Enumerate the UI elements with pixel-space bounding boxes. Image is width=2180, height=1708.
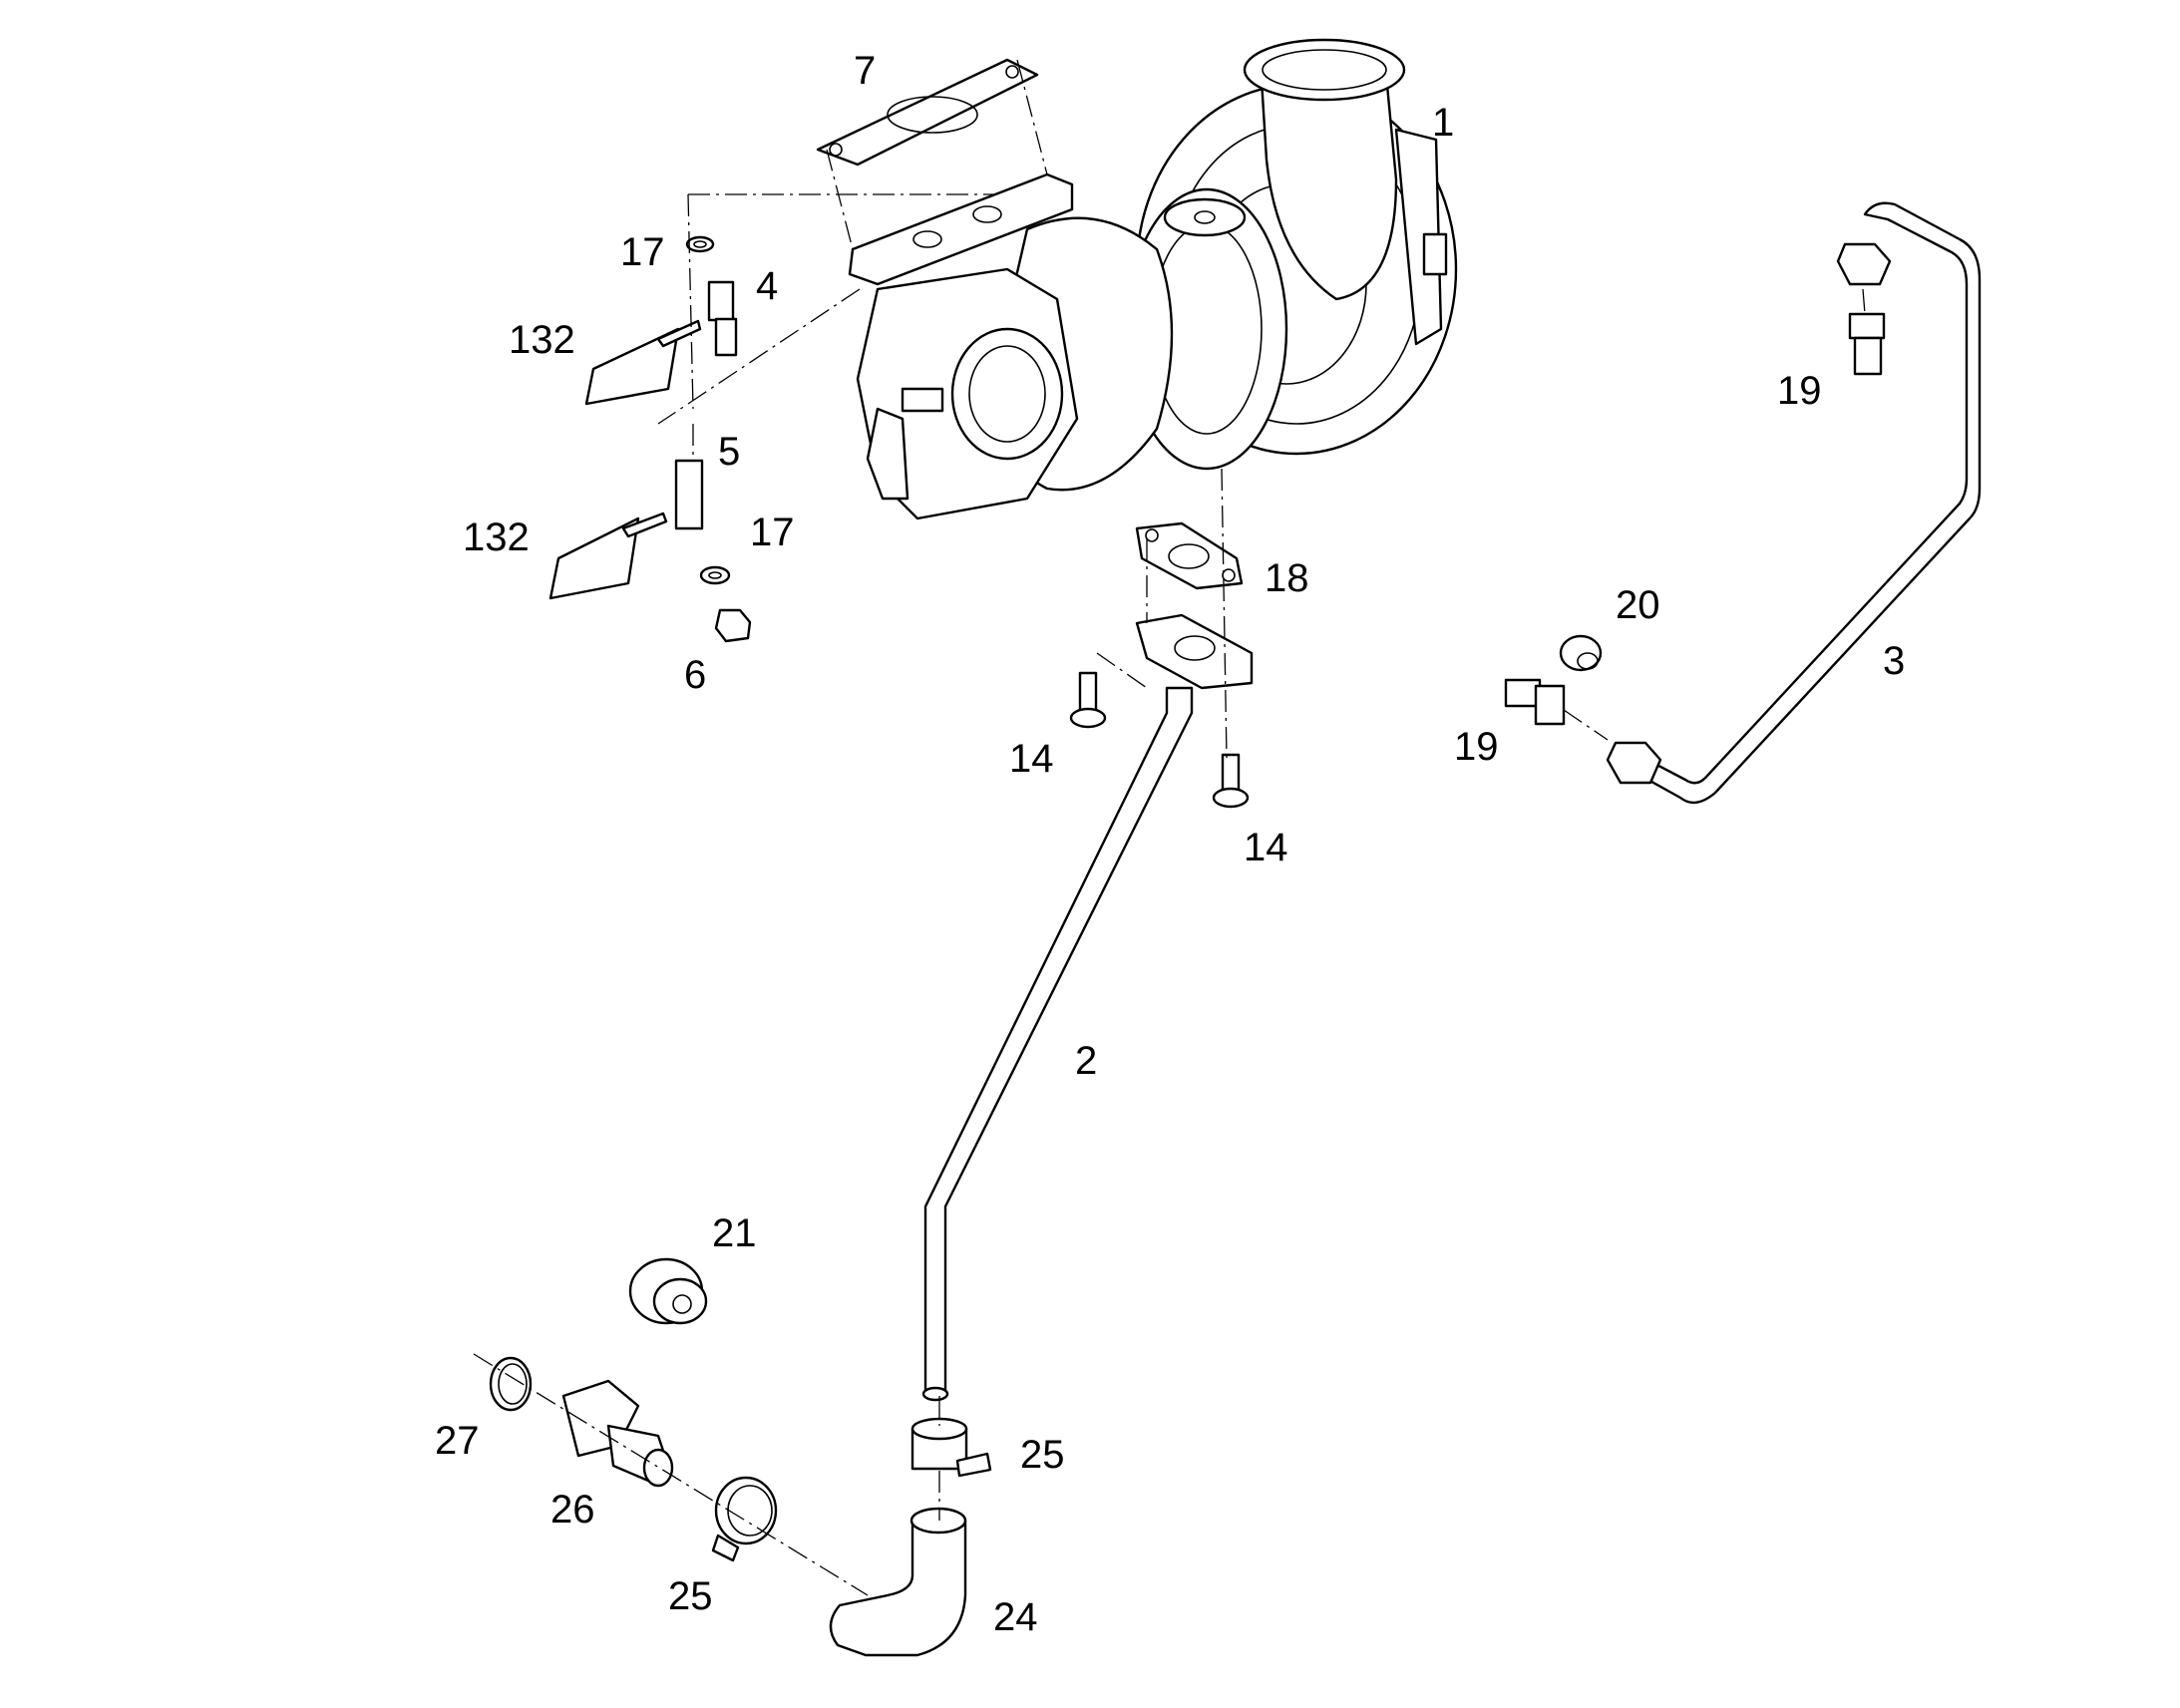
nut-part-6 <box>714 608 752 643</box>
callout-24: 24 <box>993 1595 1038 1639</box>
callout-18: 18 <box>1265 556 1309 600</box>
callout-labels: 1 7 17 4 132 5 132 17 6 18 14 14 2 19 20… <box>435 49 1905 1639</box>
callout-6: 6 <box>684 653 706 697</box>
callout-7: 7 <box>854 49 876 93</box>
callout-4: 4 <box>756 264 778 308</box>
plug-part-21 <box>628 1257 708 1325</box>
seal-ring-part-27 <box>489 1356 533 1412</box>
bolt-part-14-right <box>1212 753 1250 809</box>
washer-part-17-lower <box>699 565 731 585</box>
fitting-part-19-upper <box>1848 312 1886 376</box>
callout-14-right: 14 <box>1244 826 1288 869</box>
callout-20: 20 <box>1616 583 1660 627</box>
callout-17-lower: 17 <box>750 511 795 554</box>
callout-17-upper: 17 <box>620 230 665 274</box>
stud-part-5 <box>674 459 704 530</box>
callout-25-left: 25 <box>668 1574 713 1618</box>
bolt-part-14-left <box>1069 671 1107 729</box>
fitting-part-19-lower <box>1504 678 1566 726</box>
callout-21: 21 <box>712 1211 757 1255</box>
callout-3: 3 <box>1883 639 1905 683</box>
callout-5: 5 <box>718 430 740 474</box>
oil-feed-line-part-3 <box>1606 201 1982 805</box>
oil-drain-pipe-part-2 <box>921 613 1254 1402</box>
plug-part-20 <box>1559 634 1603 672</box>
turbocharger-part-1 <box>848 38 1458 520</box>
callout-19-upper: 19 <box>1777 369 1822 413</box>
callout-25-right: 25 <box>1020 1433 1065 1477</box>
callout-14-left: 14 <box>1009 737 1054 781</box>
sealant-tube-part-132-upper <box>584 319 702 406</box>
gasket-part-18 <box>1135 521 1244 590</box>
callout-2: 2 <box>1075 1039 1097 1083</box>
elbow-hose-part-24 <box>829 1507 967 1657</box>
washer-part-17-upper <box>685 235 715 253</box>
callout-132-lower: 132 <box>463 515 530 559</box>
hose-clamp-part-25-left <box>711 1476 778 1562</box>
hose-clamp-part-25-right <box>910 1417 992 1478</box>
assembly-center-lines <box>473 59 1866 1596</box>
callout-19-lower: 19 <box>1454 725 1499 769</box>
callout-132-upper: 132 <box>509 318 575 362</box>
callout-26: 26 <box>550 1488 595 1532</box>
callout-27: 27 <box>435 1419 480 1463</box>
union-fitting-part-26 <box>561 1379 674 1488</box>
stud-part-4 <box>707 280 738 357</box>
sealant-tube-part-132-lower <box>548 512 668 600</box>
gasket-part-7 <box>816 58 1039 167</box>
callout-1: 1 <box>1432 101 1454 145</box>
